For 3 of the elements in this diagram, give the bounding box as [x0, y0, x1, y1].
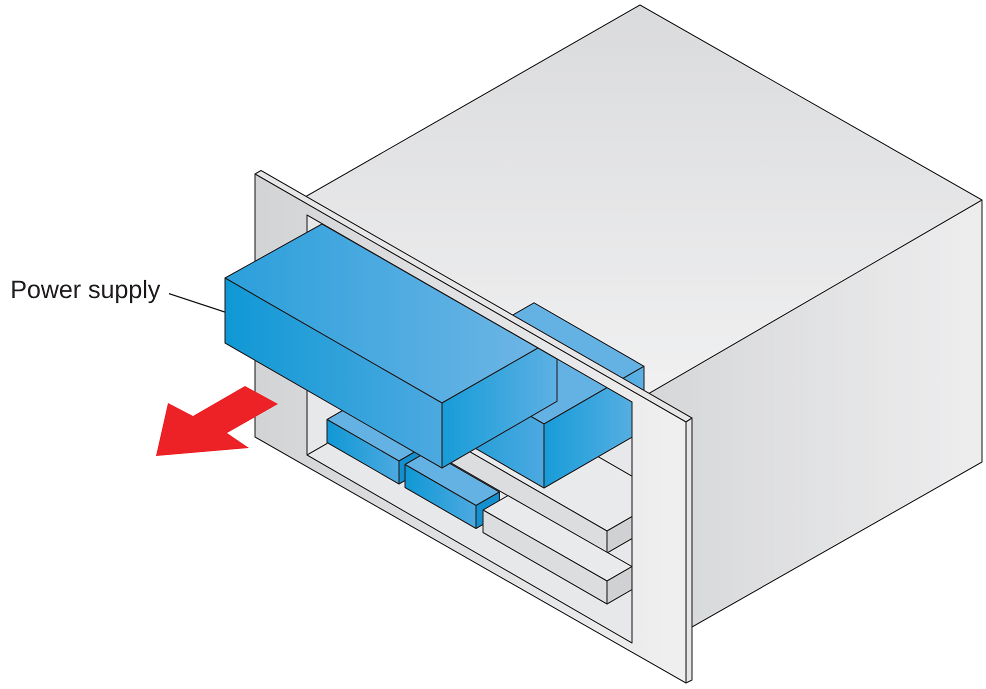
- power-supply-box: [224, 223, 558, 469]
- leader-line: [168, 293, 225, 313]
- callout-label: Power supply: [12, 280, 160, 304]
